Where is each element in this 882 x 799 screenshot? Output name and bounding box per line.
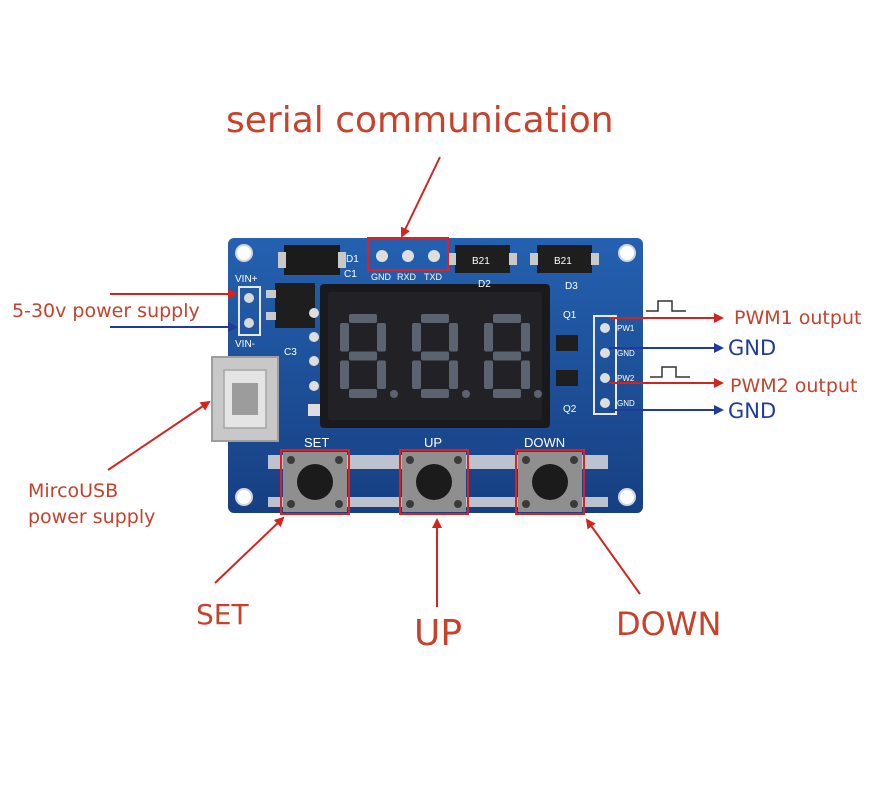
serial-highlight bbox=[367, 237, 449, 271]
down-button[interactable] bbox=[518, 452, 582, 512]
down-arrow bbox=[585, 518, 641, 595]
segment-c bbox=[377, 360, 386, 389]
power-supply-label: 5-30v power supply bbox=[12, 300, 200, 322]
decimal-point bbox=[534, 390, 542, 398]
gnd-pad bbox=[600, 348, 610, 358]
segment-e bbox=[340, 360, 349, 389]
silk-gnd-pin: GND bbox=[371, 272, 392, 282]
silk-d3: D3 bbox=[565, 281, 578, 292]
segment-g bbox=[493, 351, 521, 361]
up-callout-label: UP bbox=[414, 613, 463, 654]
pwm2-output-label: PWM2 output bbox=[730, 375, 858, 397]
silk-txd-pin: TXD bbox=[424, 272, 443, 282]
set-button[interactable] bbox=[283, 452, 347, 512]
segment-e bbox=[484, 360, 493, 389]
up-button[interactable] bbox=[402, 452, 466, 512]
segment-a bbox=[421, 314, 449, 323]
vin-plus-pad bbox=[244, 293, 254, 303]
segment-b bbox=[377, 323, 386, 352]
silk-pw2: PW2 bbox=[617, 374, 635, 383]
set-highlight bbox=[280, 449, 350, 515]
silk-c1: C1 bbox=[344, 269, 357, 280]
segment-b bbox=[521, 323, 530, 352]
silk-d1: D1 bbox=[346, 254, 359, 265]
microusb-arrow bbox=[107, 400, 211, 471]
silk-gnd-b: GND bbox=[617, 399, 635, 408]
regulator-chip bbox=[275, 283, 315, 328]
transistor-q1 bbox=[556, 335, 578, 351]
down-highlight bbox=[515, 449, 585, 515]
segment-d bbox=[421, 389, 449, 398]
display-digit bbox=[484, 314, 542, 398]
gnd1-label: GND bbox=[728, 336, 777, 360]
pcb-board: VIN+ VIN- D1 C1 C3 GND RXD TXD D2 D3 Q1 … bbox=[211, 238, 643, 513]
silk-c3: C3 bbox=[284, 347, 297, 358]
serial-arrow bbox=[400, 156, 441, 238]
diode-d1 bbox=[284, 245, 340, 275]
decimal-point bbox=[390, 390, 398, 398]
segment-a bbox=[349, 314, 377, 323]
segment-d bbox=[493, 389, 521, 398]
chip-d3 bbox=[537, 245, 592, 273]
silk-q2: Q2 bbox=[563, 404, 577, 415]
segment-e bbox=[412, 360, 421, 389]
vin-terminal bbox=[238, 286, 261, 336]
microusb-label-line1: MircoUSB bbox=[28, 480, 119, 502]
pwm1-output-label: PWM1 output bbox=[734, 307, 862, 329]
mounting-hole bbox=[618, 244, 636, 262]
highlight-boxes bbox=[280, 237, 585, 515]
segment-d bbox=[349, 389, 377, 398]
pwm2-pulse-icon bbox=[650, 366, 690, 378]
silk-rxd-pin: RXD bbox=[397, 272, 417, 282]
decimal-point bbox=[462, 390, 470, 398]
silk-down: DOWN bbox=[524, 435, 565, 450]
segment-f bbox=[340, 323, 349, 352]
pwm1-pad bbox=[600, 323, 610, 333]
set-callout-label: SET bbox=[196, 598, 249, 631]
display-digit bbox=[412, 314, 470, 398]
silk-vin-minus: VIN- bbox=[235, 339, 255, 350]
silk-vin-plus: VIN+ bbox=[235, 274, 258, 285]
gnd-pad bbox=[600, 398, 610, 408]
up-highlight bbox=[399, 449, 469, 515]
silk-gnd-a: GND bbox=[617, 349, 635, 358]
segment-f bbox=[412, 323, 421, 352]
segment-g bbox=[349, 351, 377, 361]
segment-c bbox=[449, 360, 458, 389]
transistor-q2 bbox=[556, 370, 578, 386]
segment-f bbox=[484, 323, 493, 352]
segment-g bbox=[421, 351, 449, 361]
gnd2-label: GND bbox=[728, 399, 777, 423]
mounting-hole bbox=[235, 244, 253, 262]
segment-c bbox=[521, 360, 530, 389]
pwm2-pad bbox=[600, 373, 610, 383]
silk-up: UP bbox=[424, 435, 442, 450]
serial-communication-label: serial communication bbox=[226, 100, 614, 141]
silk-pw1: PW1 bbox=[617, 324, 635, 333]
display-header-pads bbox=[308, 308, 320, 416]
segment-a bbox=[493, 314, 521, 323]
silk-d2: D2 bbox=[478, 279, 491, 290]
mounting-hole bbox=[235, 488, 253, 506]
silk-q1: Q1 bbox=[563, 310, 577, 321]
serial-header bbox=[376, 250, 440, 262]
vin-minus-pad bbox=[244, 318, 254, 328]
silk-set: SET bbox=[304, 435, 329, 450]
pwm1-pulse-icon bbox=[646, 300, 686, 312]
chip-label-d2: B21 bbox=[472, 256, 490, 267]
chip-d2 bbox=[455, 245, 510, 273]
display-digits bbox=[340, 314, 542, 398]
down-callout-label: DOWN bbox=[616, 605, 722, 643]
microusb-label-line2: power supply bbox=[28, 506, 156, 528]
set-arrow bbox=[214, 516, 285, 584]
display-digit bbox=[340, 314, 398, 398]
chip-label-d3: B21 bbox=[554, 256, 572, 267]
segment-b bbox=[449, 323, 458, 352]
pwm-header bbox=[593, 315, 617, 415]
mounting-hole bbox=[618, 488, 636, 506]
